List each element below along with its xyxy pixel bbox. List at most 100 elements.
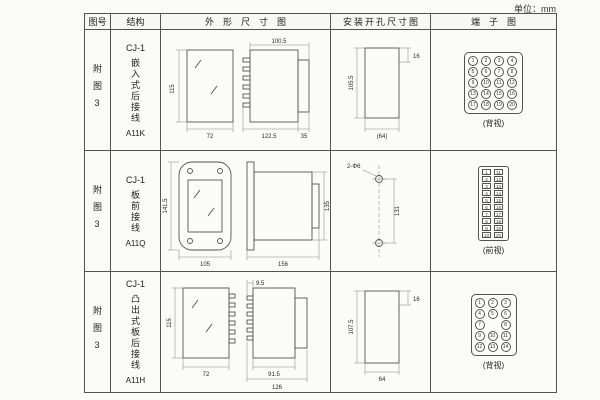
terminal-14: 14 [500, 341, 511, 352]
fig-no-cell: 附图3 [84, 271, 111, 393]
terminal-12: 12 [507, 77, 517, 88]
unit-label: 单位：mm [514, 4, 556, 14]
terminal-4: 4 [474, 308, 485, 319]
terminal-6: 6 [500, 308, 511, 319]
model-code: A11K [126, 128, 145, 138]
model-text: CJ-1 [125, 174, 145, 185]
fig-no-text: 附图3 [92, 64, 102, 116]
terminal-19: 19 [494, 225, 503, 231]
side-view: 100.5 122.5 35 [242, 39, 309, 140]
mounting-cell: 107.5 16 64 [330, 271, 431, 393]
terminal-view-label: (背视) [482, 360, 505, 370]
terminal-17: 17 [468, 99, 478, 110]
terminal-9: 9 [482, 225, 491, 231]
terminal-5: 5 [468, 66, 478, 77]
terminal-18: 18 [481, 99, 491, 110]
fig-no-cell: 附图3 [84, 29, 111, 151]
terminal-11: 11 [494, 169, 503, 175]
terminal-14: 14 [481, 88, 491, 99]
structure-desc: 板前接线 [130, 189, 140, 234]
side-view: 156 135 [246, 161, 331, 268]
dim-width: 72 [206, 134, 213, 140]
terminal-13: 13 [487, 341, 498, 352]
terminal-2: 2 [487, 297, 498, 308]
terminal-20: 20 [494, 232, 503, 238]
dim-total-depth: 122.5 [261, 134, 277, 140]
terminal-12: 12 [494, 176, 503, 182]
mounting-cell: 105.5 16 (64) [330, 29, 431, 151]
dim-body-depth: 100.5 [271, 39, 287, 45]
terminal-13: 13 [494, 183, 503, 189]
outline-drawing-a11h: 115 72 9.5 [167, 280, 307, 391]
model-text: CJ-1 [125, 42, 145, 53]
terminal-3: 3 [500, 297, 511, 308]
terminal-8: 8 [500, 319, 511, 330]
dim-total-depth: 156 [278, 262, 289, 268]
outline-drawing-a11q: 141.5 105 156 135 [163, 161, 331, 268]
terminal-10: 10 [487, 330, 498, 341]
dim-height: 141.5 [163, 198, 169, 214]
model-code: A11H [125, 376, 146, 385]
terminal-6: 6 [481, 66, 491, 77]
front-view: 115 72 [167, 287, 235, 378]
terminal-20: 20 [507, 99, 517, 110]
terminal-view-label: (背视) [482, 118, 505, 128]
terminal-10: 10 [482, 232, 491, 238]
terminal-11: 11 [500, 330, 511, 341]
structure-desc: 嵌入式后接线 [130, 57, 140, 124]
fig-no-text: 附图3 [92, 185, 102, 237]
front-view: 115 72 [170, 49, 233, 140]
terminal-14: 14 [494, 190, 503, 196]
terminal-7: 7 [482, 211, 491, 217]
header-structure: 结构 [110, 13, 161, 30]
structure-cell: CJ-1 凸出式板后接线 A11H [110, 271, 161, 393]
fig-no-cell: 附图3 [84, 150, 111, 272]
terminal-13: 13 [468, 88, 478, 99]
outline-cell: 141.5 105 156 135 [160, 150, 331, 272]
terminal-19: 19 [494, 99, 504, 110]
dim-width: 72 [202, 372, 209, 378]
table-row-a11h: 附图3 CJ-1 凸出式板后接线 A11H [84, 271, 557, 393]
mounting-drawing-a11q: 131 2-Φ6 [347, 164, 401, 257]
dim-body-height: 135 [325, 200, 331, 211]
dim-holes: 2-Φ6 [347, 164, 361, 170]
dim-height: 115 [167, 318, 173, 328]
terminal-8: 8 [482, 218, 491, 224]
dim-cut-height: 107.5 [349, 319, 355, 335]
dim-pin-depth: 9.5 [256, 281, 265, 287]
terminal-6: 6 [482, 204, 491, 210]
dim-total-depth: 126 [271, 385, 282, 391]
structure-desc: 凸出式板后接线 [130, 294, 140, 371]
terminal-8: 8 [507, 66, 517, 77]
terminal-2: 2 [481, 55, 491, 66]
dim-body-depth: 91.5 [268, 372, 280, 378]
fig-no-text: 附图3 [92, 306, 102, 358]
table-row-a11q: 附图3 CJ-1 板前接线 A11Q [84, 150, 557, 272]
terminal-12: 12 [474, 341, 485, 352]
terminal-4: 4 [507, 55, 517, 66]
terminal-7: 7 [474, 319, 485, 330]
outline-cell: 115 72 9.5 [160, 271, 331, 393]
terminal-4: 4 [482, 190, 491, 196]
dim-cut-width: 64 [378, 377, 385, 383]
side-view: 9.5 91.5 126 [246, 280, 307, 391]
terminal-17: 17 [494, 211, 503, 217]
terminal-11: 11 [494, 77, 504, 88]
dim-hole-spacing: 131 [395, 205, 401, 216]
terminal-view-label: (前视) [482, 246, 505, 255]
terminal-2: 2 [482, 176, 491, 182]
terminal-1: 1 [474, 297, 485, 308]
dim-corner: 16 [413, 297, 420, 303]
terminal-10: 10 [481, 77, 491, 88]
model-code: A11Q [125, 238, 146, 248]
terminal-7: 7 [494, 66, 504, 77]
terminal-3: 3 [494, 55, 504, 66]
model-text: CJ-1 [125, 279, 145, 289]
terminal-15: 15 [494, 197, 503, 203]
dim-rear-depth: 35 [300, 134, 307, 140]
